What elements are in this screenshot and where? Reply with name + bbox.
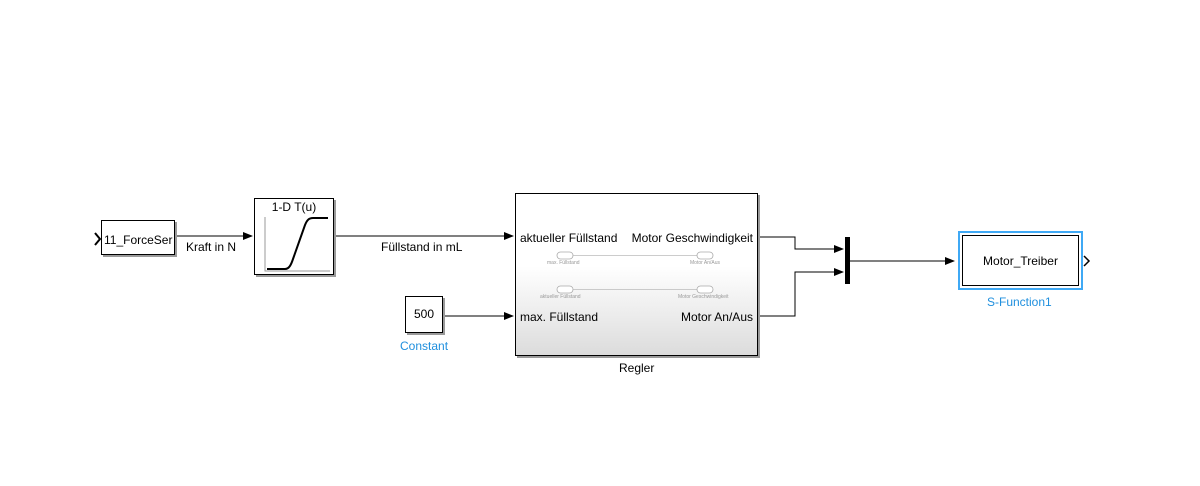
- inner-label-aktueller-fuellstand: aktueller Füllstand: [540, 294, 581, 300]
- sfunction-block[interactable]: Motor_Treiber: [958, 231, 1083, 290]
- lookup-table-block[interactable]: 1-D T(u): [254, 198, 334, 275]
- signal-label-fuellstand: Füllstand in mL: [381, 240, 463, 254]
- lookup-table-title: 1-D T(u): [271, 200, 317, 214]
- lookup-curve-icon: [264, 217, 330, 272]
- sfunction-inner: Motor_Treiber: [962, 235, 1079, 286]
- regler-name[interactable]: Regler: [619, 361, 655, 375]
- inport-block[interactable]: 11_ForceSer: [101, 220, 175, 255]
- sfunction-name[interactable]: S-Function1: [987, 295, 1052, 309]
- regler-port-in2: max. Füllstand: [520, 310, 599, 324]
- outport-chevron-icon: [1083, 255, 1091, 267]
- signal-out1-line: [759, 236, 844, 253]
- regler-port-out1: Motor Geschwindigkeit: [631, 231, 753, 245]
- regler-port-out2: Motor An/Aus: [680, 310, 753, 324]
- constant-value: 500: [413, 307, 435, 321]
- regler-mask-preview: [556, 251, 714, 294]
- signal-label-kraft: Kraft in N: [186, 240, 237, 254]
- inner-label-max-fuellstand: max. Füllstand: [547, 260, 580, 266]
- mux-block[interactable]: [845, 237, 850, 284]
- regler-port-in1: aktueller Füllstand: [520, 231, 618, 245]
- inport-label: 11_ForceSer: [104, 233, 173, 247]
- regler-subsystem-block[interactable]: aktueller Füllstand max. Füllstand Motor…: [515, 193, 758, 356]
- constant-name[interactable]: Constant: [400, 339, 449, 353]
- inport-chevron-icon: [94, 232, 102, 246]
- constant-block[interactable]: 500: [405, 296, 443, 333]
- inner-label-motor-an-aus: Motor An/Aus: [690, 260, 721, 266]
- sfunction-label: Motor_Treiber: [983, 253, 1058, 268]
- inner-label-motor-geschwindigkeit: Motor Geschwindigkeit: [678, 294, 729, 300]
- signal-out2-line: [759, 268, 844, 317]
